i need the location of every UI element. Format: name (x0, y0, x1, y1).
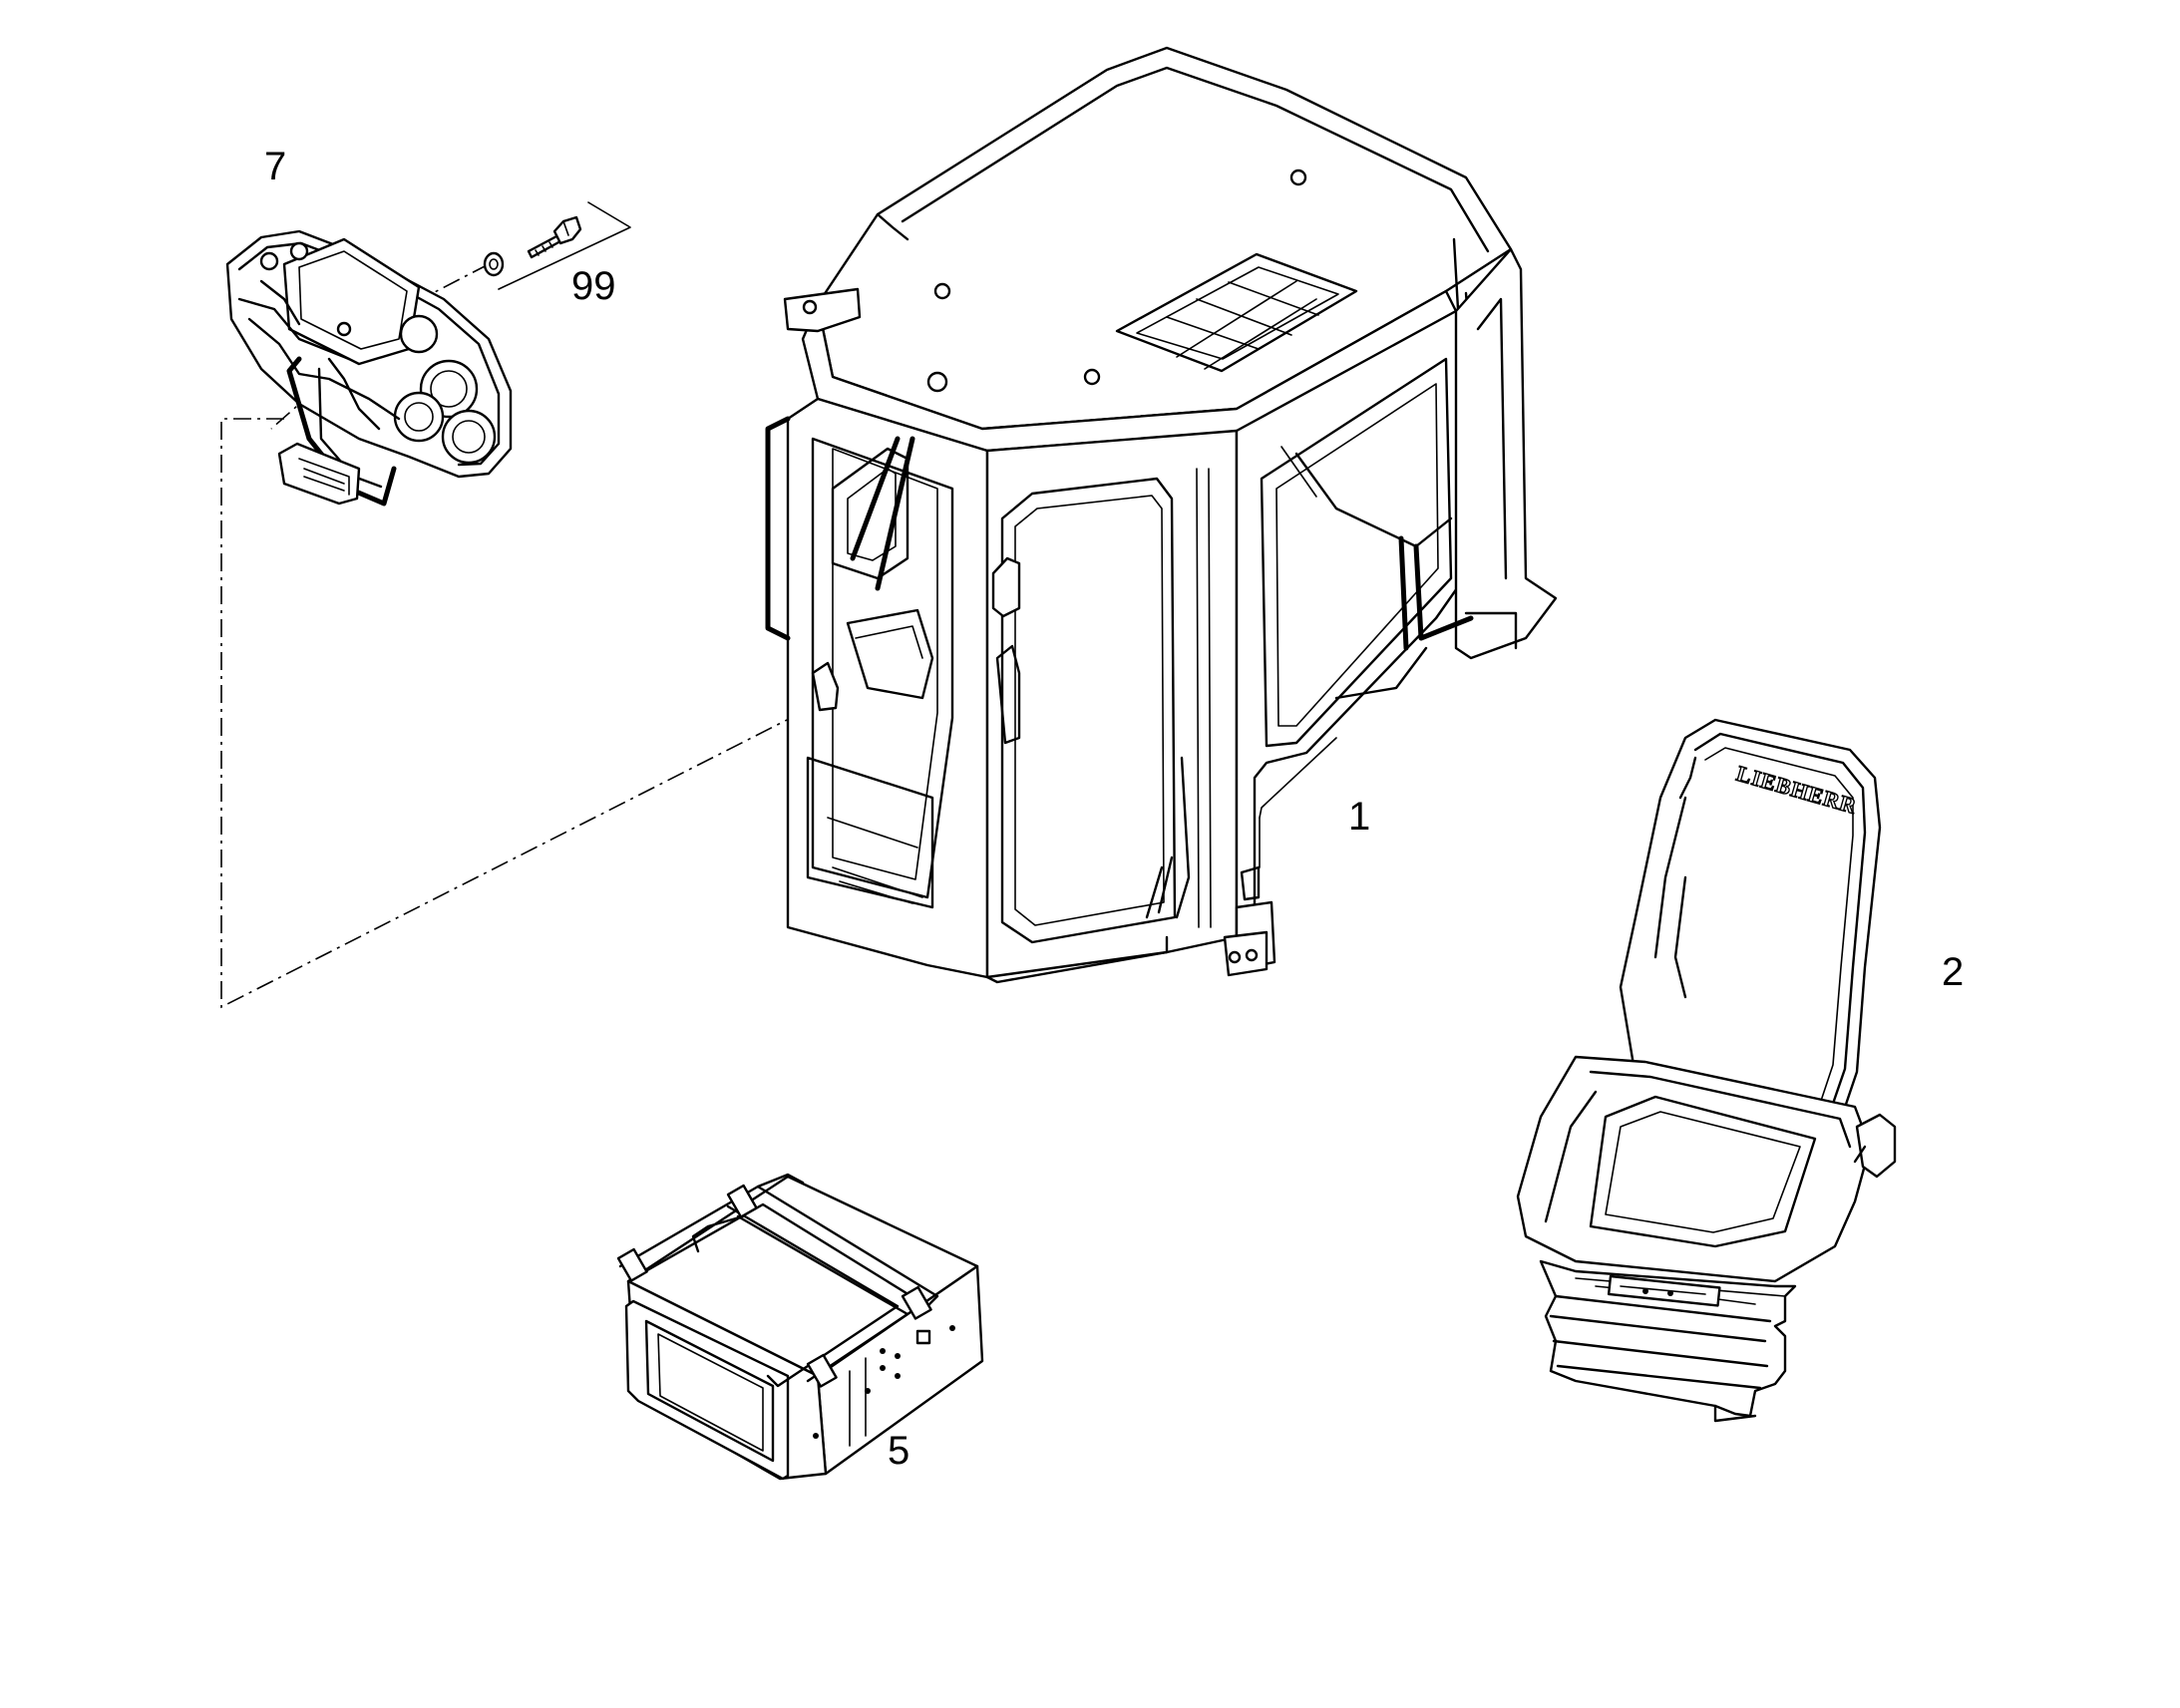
control-unit-part (616, 1173, 984, 1481)
callout-dashboard: 7 (264, 145, 286, 188)
seat-part: LIEBHERR (1516, 718, 1897, 1423)
callout-cab: 1 (1348, 795, 1370, 839)
callout-labels: 7 99 1 2 5 (264, 145, 1964, 1473)
screw-kit-part (483, 201, 631, 290)
cab-part (765, 46, 1558, 984)
callout-seat: 2 (1942, 950, 1964, 994)
callout-screw-kit: 99 (571, 264, 616, 308)
callout-control-unit: 5 (888, 1429, 909, 1473)
dashboard-part (225, 229, 513, 507)
